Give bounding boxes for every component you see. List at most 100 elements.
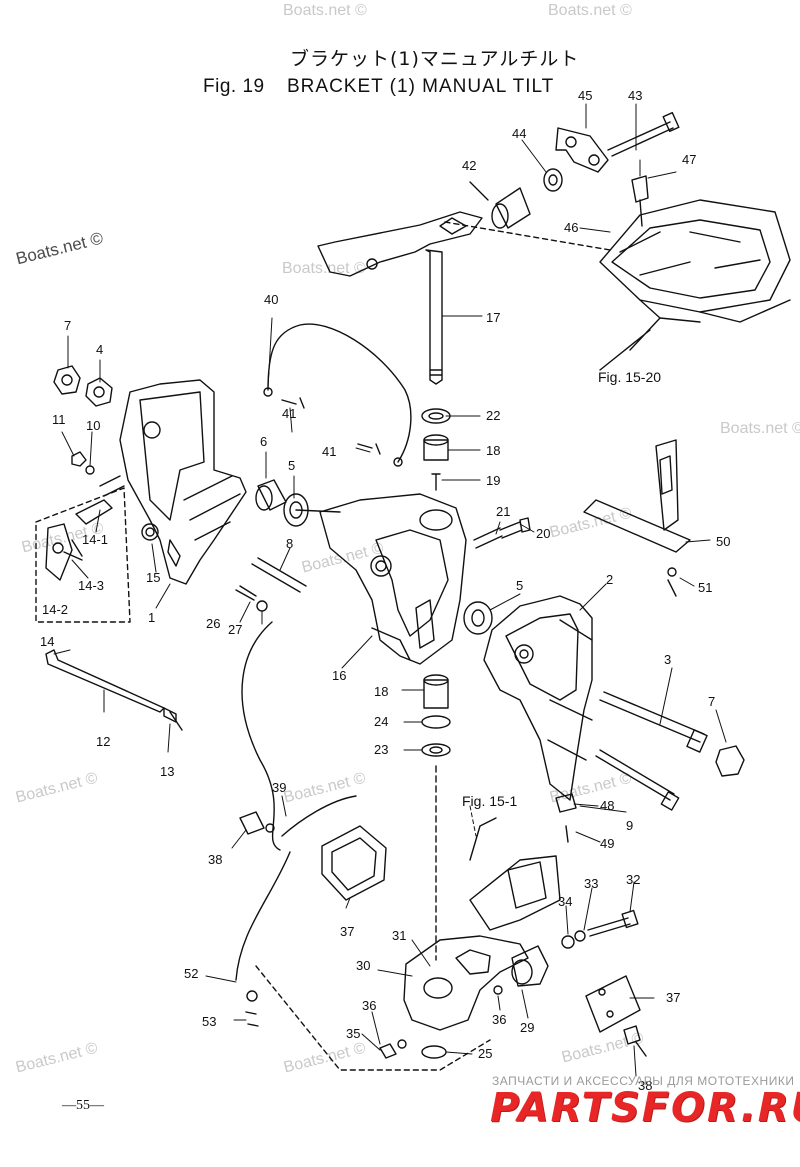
part-label: 25 xyxy=(478,1046,492,1061)
part-label: 34 xyxy=(558,894,572,909)
parts-26-27 xyxy=(235,585,268,612)
part-label: 14-1 xyxy=(82,532,108,547)
part-label: 43 xyxy=(628,88,642,103)
part-label: 5 xyxy=(288,458,295,473)
leader-lines xyxy=(53,103,727,1077)
part-label: 36 xyxy=(362,998,376,1013)
parts-18-24-23 xyxy=(421,674,451,961)
parts-38-wire xyxy=(235,811,291,1027)
part-label: 33 xyxy=(584,876,598,891)
part-label: 14-3 xyxy=(78,578,104,593)
part-label: 52 xyxy=(184,966,198,981)
part-label: 9 xyxy=(626,818,633,833)
shop-logo: PARTSFOR.RU xyxy=(490,1085,800,1131)
part-label: 48 xyxy=(600,798,614,813)
part-label: 38 xyxy=(208,852,222,867)
watermark: Boats.net © xyxy=(282,260,366,277)
part-label: 8 xyxy=(286,536,293,551)
part-label: 29 xyxy=(520,1020,534,1035)
part-label: 13 xyxy=(160,764,174,779)
part-label: 14 xyxy=(40,634,54,649)
diagram-title: BRACKET (1) MANUAL TILT xyxy=(287,76,555,97)
part-label: 42 xyxy=(462,158,476,173)
swivel-bracket xyxy=(319,493,467,665)
part-label: 46 xyxy=(564,220,578,235)
part-label: 45 xyxy=(578,88,592,103)
parts-29-36-33-34-32 xyxy=(493,909,639,995)
part-3-bolt xyxy=(599,691,708,753)
part-label: 35 xyxy=(346,1026,360,1041)
watermark: Boats.net © xyxy=(548,2,632,19)
part-label: 2 xyxy=(606,572,613,587)
ground-wire-39 xyxy=(241,621,357,851)
steering-rod-12-13-14 xyxy=(45,649,183,731)
left-clamp-bracket xyxy=(119,379,247,585)
part-label: 1 xyxy=(148,610,155,625)
lower-swivel-assembly xyxy=(403,817,561,1031)
engine-mount-reference xyxy=(444,199,791,371)
part-label: 19 xyxy=(486,473,500,488)
part-label: 44 xyxy=(512,126,526,141)
part-label: 31 xyxy=(392,928,406,943)
part-label: 15 xyxy=(146,570,160,585)
page-number: —55— xyxy=(62,1098,104,1113)
part-label: 26 xyxy=(206,616,220,631)
cover-37-left xyxy=(321,825,387,901)
parts-35-36-25-38 xyxy=(255,965,647,1071)
right-clamp-bracket xyxy=(483,595,593,801)
part-label: 47 xyxy=(682,152,696,167)
part-45-plate xyxy=(555,127,609,173)
parts-50-51 xyxy=(583,439,691,597)
part-label: 21 xyxy=(496,504,510,519)
part-label: 36 xyxy=(492,1012,506,1027)
part-label: 18 xyxy=(486,443,500,458)
part-label: 5 xyxy=(516,578,523,593)
part-label: 24 xyxy=(374,714,388,729)
part-label: 10 xyxy=(86,418,100,433)
part-label: 53 xyxy=(202,1014,216,1029)
part-label: 4 xyxy=(96,342,103,357)
part-label: 14-2 xyxy=(42,602,68,617)
part-label: 30 xyxy=(356,958,370,973)
part-label: 11 xyxy=(52,412,66,427)
part-label: 40 xyxy=(264,292,278,307)
part-label: 6 xyxy=(260,434,267,449)
part-label: 37 xyxy=(666,990,680,1005)
part-label: 12 xyxy=(96,734,110,749)
part-label: 50 xyxy=(716,534,730,549)
part-label: 41 xyxy=(322,444,336,459)
part-42-collar xyxy=(469,181,531,229)
part-label: 3 xyxy=(664,652,671,667)
part-7-nut-right xyxy=(715,745,745,777)
part-label: 39 xyxy=(272,780,286,795)
part-label: 20 xyxy=(536,526,550,541)
parts-6-5-8 xyxy=(251,479,341,593)
part-label: 32 xyxy=(626,872,640,887)
shop-tagline: ЗАПЧАСТИ И АКСЕССУАРЫ ДЛЯ МОТОТЕХНИКИ xyxy=(492,1074,795,1088)
part-44-bushing xyxy=(543,168,563,192)
part-label: 18 xyxy=(374,684,388,699)
part-label: 17 xyxy=(486,310,500,325)
fig-15-1-ref: Fig. 15-1 xyxy=(462,793,517,809)
part-label: 51 xyxy=(698,580,712,595)
part-label: 37 xyxy=(340,924,354,939)
parts-14-1-14-3-14-2 xyxy=(35,475,131,623)
steering-arm xyxy=(317,211,483,385)
part-9-bolt xyxy=(595,749,680,811)
figure-number: Fig. 19 xyxy=(203,76,265,97)
part-43-bolt xyxy=(607,111,680,157)
parts-22-18-19 xyxy=(421,408,451,491)
cover-37-right xyxy=(585,975,641,1033)
part-label: 16 xyxy=(332,668,346,683)
parts-40-41 xyxy=(263,323,412,467)
watermark: Boats.net © xyxy=(720,420,800,437)
part-label: 38 xyxy=(638,1078,652,1093)
fig-15-20-ref: Fig. 15-20 xyxy=(598,369,661,385)
parts-21-20 xyxy=(473,517,531,549)
part-label: 23 xyxy=(374,742,388,757)
part-label: 7 xyxy=(64,318,71,333)
part-label: 7 xyxy=(708,694,715,709)
japanese-title: ブラケット(1)マニュアルチルト xyxy=(290,48,580,70)
